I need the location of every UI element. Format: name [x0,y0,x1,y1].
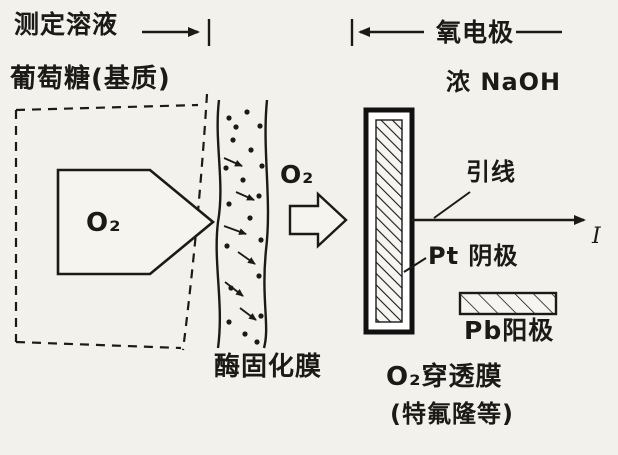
pt-cathode-leader [403,257,427,273]
membrane-dots [223,109,265,345]
label-oxygen-electrode: 氧电极 [436,18,515,47]
label-lead-wire: 引线 [466,158,516,186]
label-o2-inner: O₂ [86,208,122,238]
electrode-hatch [375,119,403,323]
label-pt-cathode: Pt 阴极 [428,242,519,270]
label-teflon-note: (特氟隆等) [390,400,514,428]
pb-anode-shape [458,291,558,316]
electrode-bar [363,107,415,335]
label-o2-permeable-membrane: O₂穿透膜 [386,362,503,392]
measuring-solution-arrow [142,19,211,46]
label-pb-anode: Pb阳极 [464,316,555,345]
enzyme-membrane-shape [215,99,270,349]
label-enzyme-membrane: 酶固化膜 [214,352,323,382]
label-o2-flow: O₂ [280,160,315,189]
membrane-diffusion-arrows [223,157,257,321]
o2-flow-arrow [288,191,348,249]
label-glucose-substrate: 葡萄糖(基质) [10,64,171,94]
lead-wire-leader [433,191,471,219]
label-naoh: 浓 NaOH [446,68,562,96]
o2-pentagon-shape [56,168,216,276]
label-current: I [592,224,602,249]
label-measuring-solution: 测定溶液 [14,10,119,39]
oxygen-electrode-span-marker [350,19,562,46]
